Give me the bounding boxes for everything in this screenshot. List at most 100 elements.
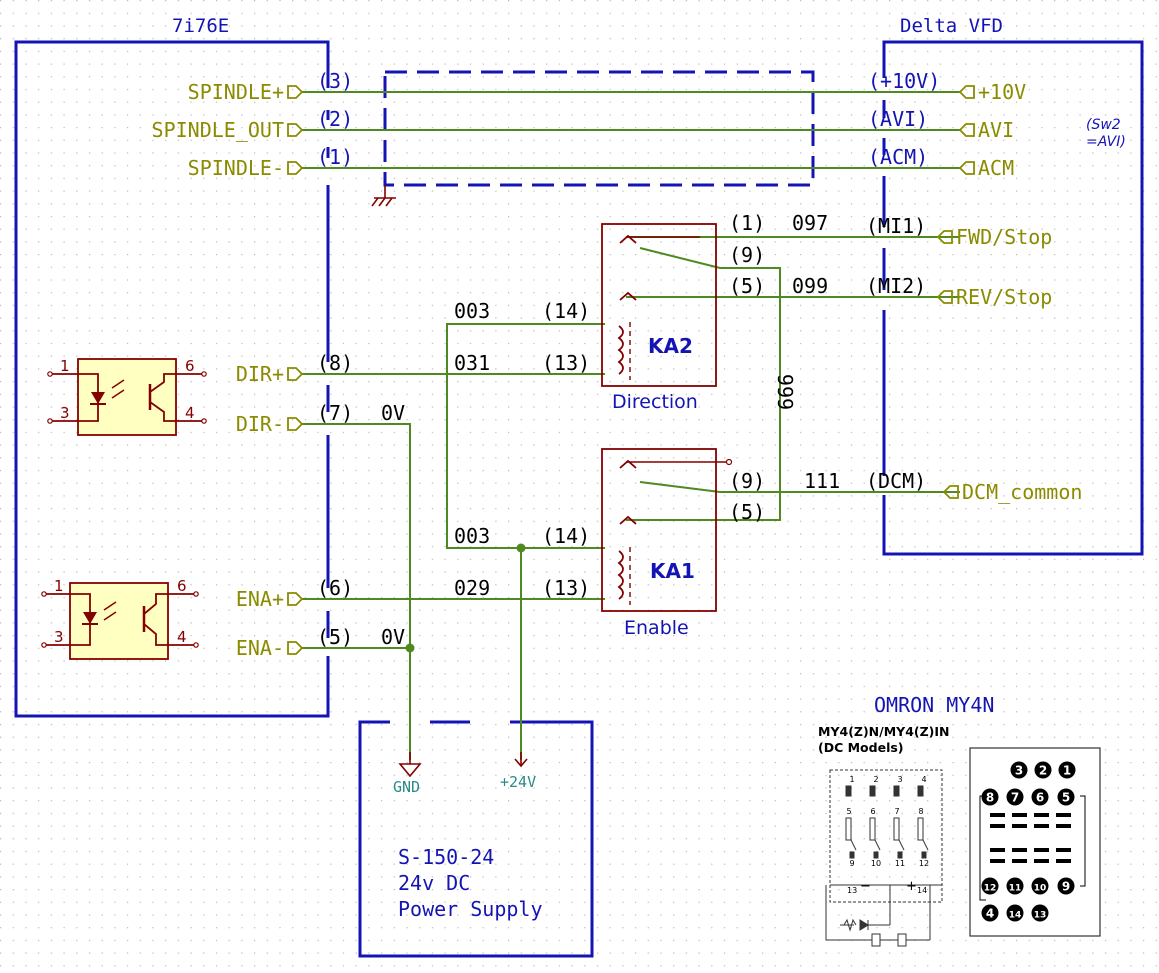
socket-terminal-circle xyxy=(1006,788,1024,806)
ka2-contact-5: (5) xyxy=(729,274,765,298)
label-spindle-minus: SPINDLE- xyxy=(188,156,284,180)
wire-029: 029 xyxy=(454,576,490,600)
internal-terminal-bottom: 11 xyxy=(895,859,905,868)
label-fwd-stop: FWD/Stop xyxy=(956,225,1052,249)
gnd-label: GND xyxy=(393,778,420,796)
card-signal-labels: SPINDLE+ SPINDLE_OUT SPINDLE- DIR+ DIR- … xyxy=(152,80,284,660)
v24-label: +24V xyxy=(500,773,536,791)
contact-body xyxy=(917,817,924,841)
wire-111: 111 xyxy=(804,469,840,493)
pin-spindle-plus: (3) xyxy=(317,69,353,93)
coil-terminal-14: 14 xyxy=(917,886,927,895)
ka2-contact-1: (1) xyxy=(729,211,765,235)
pin-dcm: (DCM) xyxy=(866,469,926,493)
ka1-contact-5: (5) xyxy=(729,500,765,524)
vfd-note-line1: (Sw2 xyxy=(1086,117,1121,133)
socket-terminal-number: 13 xyxy=(1034,911,1047,921)
ka1-contact-9: (9) xyxy=(729,469,765,493)
pin-dir-minus: (7) xyxy=(317,401,353,425)
internal-terminal-bottom: 9 xyxy=(849,859,854,868)
vfd-signal-labels: +10V AVI ACM FWD/Stop REV/Stop DCM_commo… xyxy=(956,80,1082,504)
mesa-card-title: 7i76E xyxy=(172,15,229,37)
socket-terminal-circle xyxy=(1031,904,1049,922)
coil-minus-sign: − xyxy=(860,879,871,894)
wire-003-bottom: 003 xyxy=(454,524,490,548)
opto-dir-pin1: 1 xyxy=(60,357,70,375)
coil-plus-sign: + xyxy=(906,879,917,894)
wire-ena-0v: 0V xyxy=(381,625,405,649)
card-pin-labels: (3) (2) (1) (8) (7) (6) (5) xyxy=(317,69,353,649)
optocoupler-ena xyxy=(41,582,199,660)
vfd-note-line2: =AVI) xyxy=(1086,134,1126,150)
wire-dir-0v: 0V xyxy=(381,401,405,425)
mesa-card-box xyxy=(14,40,330,718)
socket-terminal-circle xyxy=(1006,904,1024,922)
socket-terminal-circle xyxy=(981,788,999,806)
internal-connection-diagram xyxy=(825,769,943,947)
opto-dir-pin6: 6 xyxy=(185,357,195,375)
earth-ground-icon xyxy=(371,185,396,207)
contact-top-pad xyxy=(917,785,924,797)
datasheet-title-line2: (DC Models) xyxy=(818,740,904,755)
contact-body xyxy=(845,817,852,841)
label-avi: AVI xyxy=(978,118,1014,142)
socket-terminal-number: 5 xyxy=(1062,791,1070,805)
internal-terminal-bottom: 12 xyxy=(919,859,929,868)
ka1-coil-13: (13) xyxy=(542,576,590,600)
relay-ka2-name: Direction xyxy=(612,391,698,413)
opto-dir-pin3: 3 xyxy=(60,404,70,422)
contact-blade xyxy=(922,839,929,851)
label-ena-minus: ENA- xyxy=(236,636,284,660)
contact-top-pad xyxy=(845,785,852,797)
v24-power-symbol xyxy=(514,752,528,768)
socket-terminal-circle xyxy=(1031,877,1049,895)
internal-terminal-top: 2 xyxy=(873,775,878,784)
psu-label-line1: S-150-24 xyxy=(398,845,494,869)
optocoupler-pin-labels: 1 3 6 4 1 3 6 4 xyxy=(54,357,195,646)
vfd-box xyxy=(882,40,1144,556)
label-dir-minus: DIR- xyxy=(236,412,284,436)
vfd-ports xyxy=(936,85,975,499)
internal-terminal-mid: 7 xyxy=(894,807,899,816)
relay-ka2 xyxy=(601,223,717,387)
socket-terminal-number: 8 xyxy=(986,791,994,805)
internal-terminal-mid: 6 xyxy=(870,807,875,816)
opto-ena-pin6: 6 xyxy=(177,577,187,595)
pin-mi1: (MI1) xyxy=(866,214,926,238)
label-spindle-out: SPINDLE_OUT xyxy=(152,118,284,142)
contact-bottom-pad xyxy=(849,851,855,859)
socket-terminal-circle xyxy=(1057,877,1075,895)
vfd-pin-labels: (+10V) (AVI) (ACM) (MI1) (MI2) (DCM) xyxy=(866,69,940,493)
datasheet-title-line1: MY4(Z)N/MY4(Z)IN xyxy=(818,724,950,739)
gnd-power-symbol xyxy=(398,752,422,778)
relay-ka1-ref: KA1 xyxy=(650,559,695,583)
internal-terminal-mid: 8 xyxy=(918,807,923,816)
ka2-coil-14: (14) xyxy=(542,299,590,323)
opto-ena-pin1: 1 xyxy=(54,577,64,595)
psu-label-line2: 24v DC xyxy=(398,871,470,895)
wire-097: 097 xyxy=(792,211,828,235)
wire-099: 099 xyxy=(792,274,828,298)
pin-ena-plus: (6) xyxy=(317,576,353,600)
label-dcm-common: DCM_common xyxy=(962,480,1082,504)
pin-avi: (AVI) xyxy=(868,107,928,131)
label-ena-plus: ENA+ xyxy=(236,587,284,611)
psu-box xyxy=(358,720,594,958)
socket-terminal-circle xyxy=(981,877,999,895)
internal-terminal-mid: 5 xyxy=(846,807,851,816)
socket-terminal-number: 9 xyxy=(1062,880,1070,894)
contact-bottom-pad xyxy=(921,851,927,859)
wire-031: 031 xyxy=(454,351,490,375)
internal-terminal-bottom: 10 xyxy=(871,859,881,868)
label-spindle-plus: SPINDLE+ xyxy=(188,80,284,104)
ka1-coil-14: (14) xyxy=(542,524,590,548)
socket-terminal-circle xyxy=(1057,788,1075,806)
opto-ena-pin3: 3 xyxy=(54,628,64,646)
label-rev-stop: REV/Stop xyxy=(956,285,1052,309)
contact-bottom-pad xyxy=(873,851,879,859)
socket-terminal-number: 1 xyxy=(1063,764,1071,778)
socket-terminal-circle xyxy=(1010,761,1028,779)
socket-terminal-number: 7 xyxy=(1011,791,1019,805)
wire-numbers: 003 031 003 029 097 099 111 666 0V 0V xyxy=(381,211,840,649)
